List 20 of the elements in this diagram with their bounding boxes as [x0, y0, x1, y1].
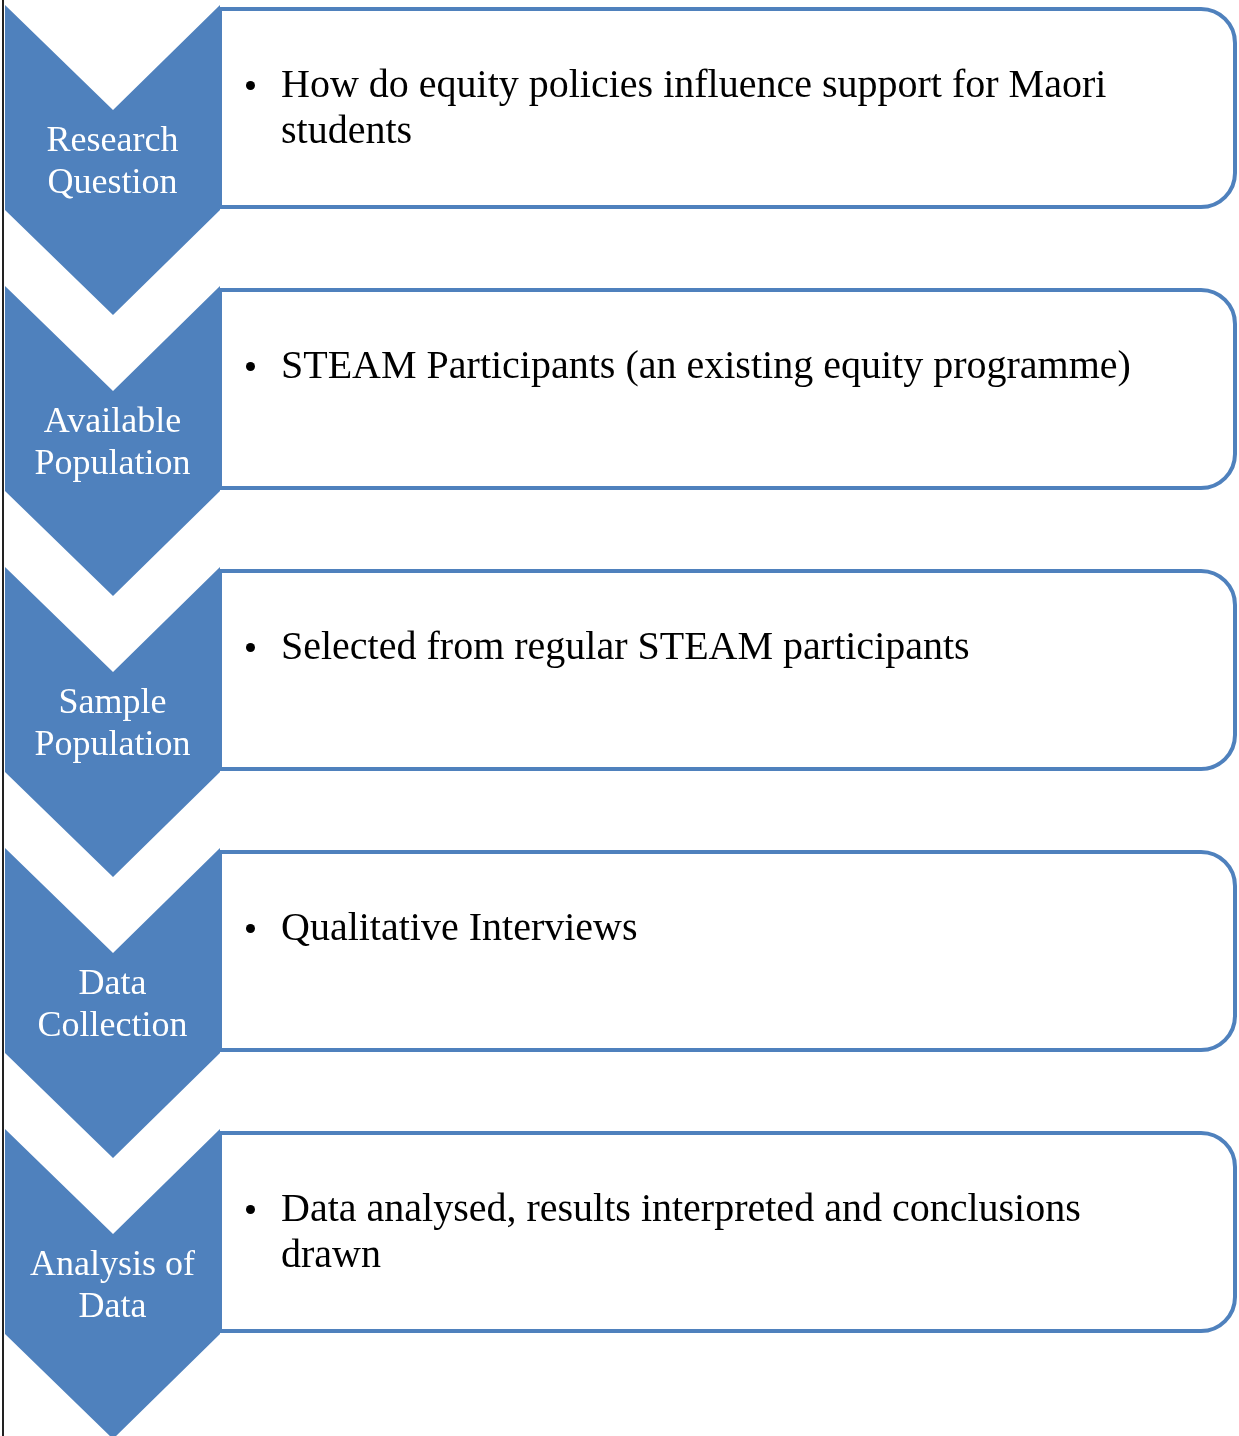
content-box [218, 850, 1237, 1052]
bullet-text: How do equity policies influence support for Maori students [281, 61, 1108, 153]
bullet-text: Data analysed, results interpreted and conclusions drawn [281, 1185, 1082, 1277]
chevron-step [5, 5, 220, 315]
bullet-text: STEAM Participants (an existing equity programme) [281, 342, 1131, 388]
content-box [218, 288, 1237, 490]
bullet-text: Selected from regular STEAM participants [281, 623, 970, 669]
content-box [218, 7, 1237, 209]
step-label: Data Collection [36, 961, 189, 1045]
step-label: Sample Population [33, 680, 192, 764]
step-label: Research Question [45, 118, 180, 202]
chevron-step [5, 567, 220, 877]
chevron-step [5, 1129, 220, 1436]
content-box [218, 569, 1237, 771]
bullet-text: Qualitative Interviews [281, 904, 638, 950]
content-box [218, 1131, 1237, 1333]
step-label: Available Population [33, 399, 192, 483]
step-label: Analysis of Data [29, 1242, 196, 1326]
chevron-step [5, 848, 220, 1158]
chevron-step [5, 286, 220, 596]
